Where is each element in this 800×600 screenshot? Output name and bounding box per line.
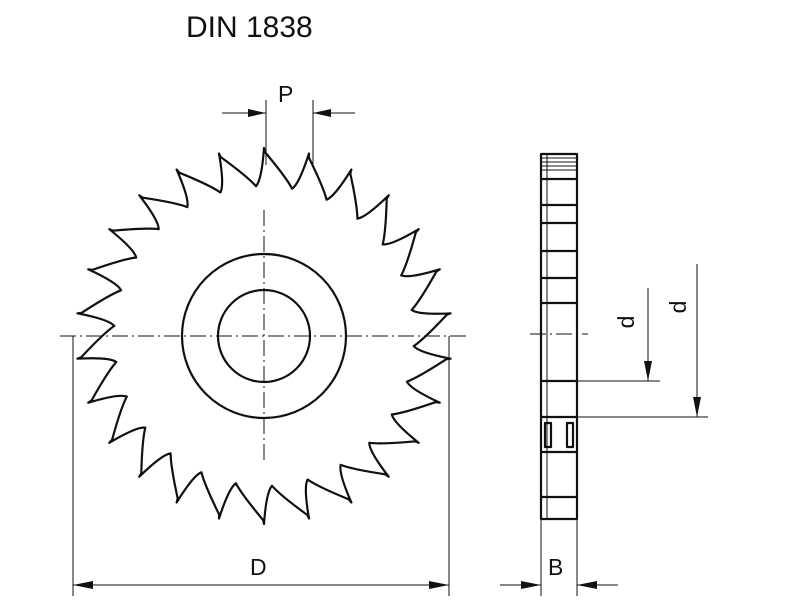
bore-dimension: d — [577, 288, 660, 382]
side-view — [530, 152, 588, 521]
hub-dimension: d — [577, 264, 708, 418]
width-dimension: B — [500, 519, 618, 596]
drawing-title: DIN 1838 — [186, 11, 313, 44]
blade-toothed-outline — [76, 146, 452, 526]
diameter-dimension: D — [72, 336, 450, 596]
side-view-outline — [539, 152, 579, 521]
hub-label: d — [665, 301, 691, 314]
width-label: B — [548, 554, 563, 580]
bore-label: d — [613, 316, 639, 329]
pitch-label: P — [278, 81, 293, 107]
pitch-dimension: P — [222, 81, 355, 165]
diameter-label: D — [250, 554, 267, 580]
front-view — [60, 146, 470, 526]
